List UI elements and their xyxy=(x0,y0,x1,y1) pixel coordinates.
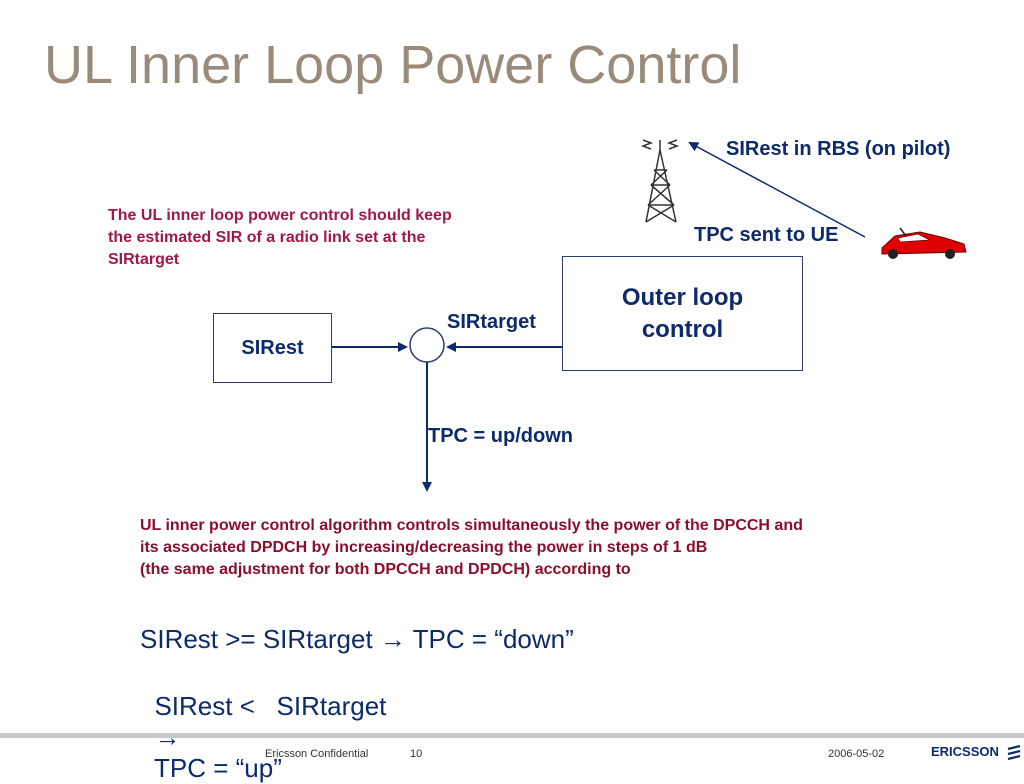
rule-down-arrow: → xyxy=(379,624,406,654)
rule-up-result: TPC = “up” xyxy=(153,753,282,783)
inner-loop-note: The UL inner loop power control should k… xyxy=(108,205,548,271)
sirest-box: SIRest xyxy=(213,313,332,383)
algorithm-note-line-1: UL inner power control algorithm control… xyxy=(140,517,803,534)
comparator-circle xyxy=(409,327,445,363)
sirest-rbs-arrow xyxy=(688,142,866,238)
algorithm-note-line-3: (the same adjustment for both DPCCH and … xyxy=(140,561,631,578)
rule-up-condition: SIRest < SIRtarget xyxy=(154,691,387,721)
outer-loop-label-line-2: control xyxy=(641,315,724,343)
rule-down-result: TPC = “down” xyxy=(412,624,574,654)
footer-page-number: 10 xyxy=(410,748,423,760)
ericsson-logo-text: ERICSSON xyxy=(931,744,999,759)
diagram-canvas xyxy=(330,139,967,492)
sirtarget-label: SIRtarget xyxy=(447,311,536,333)
antenna-tower-icon xyxy=(640,139,680,223)
tpc-up-down-label: TPC = up/down xyxy=(428,425,573,447)
inner-loop-note-line-3: SIRtarget xyxy=(108,251,180,268)
rule-down-condition: SIRest >= SIRtarget xyxy=(140,624,373,654)
footer-date: 2006-05-02 xyxy=(828,748,885,760)
footer-divider xyxy=(0,733,1024,738)
inner-loop-note-line-1: The UL inner loop power control should k… xyxy=(108,207,452,224)
footer-confidential: Ericsson Confidential xyxy=(265,748,369,760)
outer-loop-label-line-1: Outer loop xyxy=(621,283,744,311)
sirest-rbs-label: SIRest in RBS (on pilot) xyxy=(726,138,951,160)
algorithm-note: UL inner power control algorithm control… xyxy=(140,515,1000,581)
car-icon xyxy=(881,227,967,259)
inner-loop-note-line-2: the estimated SIR of a radio link set at… xyxy=(108,229,426,246)
slide-title: UL Inner Loop Power Control xyxy=(44,35,742,95)
tpc-sent-label: TPC sent to UE xyxy=(694,224,839,246)
algorithm-note-line-2: its associated DPDCH by increasing/decre… xyxy=(140,539,708,556)
outer-loop-control-box: Outer loop control xyxy=(562,256,803,371)
ericsson-logo-icon xyxy=(1007,744,1020,760)
rule-down: SIRest >= SIRtarget → TPC = “down” xyxy=(140,624,574,655)
sirest-box-label: SIRest xyxy=(241,336,304,359)
rule-up: SIRest < SIRtarget → TPC = “up” xyxy=(140,660,386,784)
ericsson-logo: ERICSSON xyxy=(931,744,1022,761)
